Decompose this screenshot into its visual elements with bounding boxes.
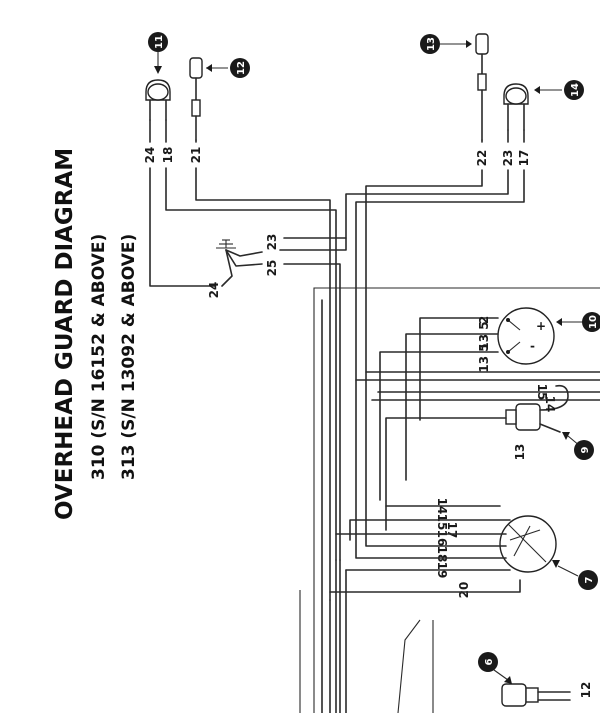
component-7-wires (329, 371, 521, 593)
callout-14: 14 (534, 80, 584, 100)
wire-label-18-top: 18 (161, 147, 175, 164)
callout-14-label: 14 (570, 83, 581, 97)
callout-6-label: 6 (484, 658, 495, 665)
wire-label-c10-13-5b: 13 5 (477, 343, 491, 372)
wire-label-c7-18: 18 (435, 546, 449, 563)
component-11-light (145, 79, 171, 121)
wire-label-c10-2: 2 (477, 316, 491, 324)
callout-13: 13 (420, 34, 472, 54)
callout-13-label: 13 (426, 37, 437, 51)
wire-label-c7-15: 15 (435, 514, 449, 531)
wire-label-17-top: 17 (517, 150, 531, 167)
svg-text:+: + (536, 319, 546, 333)
component-13-connector (475, 33, 489, 141)
title-line-1: OVERHEAD GUARD DIAGRAM (52, 148, 78, 520)
ground-symbol (216, 239, 263, 287)
wires-top-right (279, 129, 600, 381)
wire-label-c9-14: 14 (543, 396, 557, 413)
component-7-connector (499, 515, 557, 573)
wire-label-21-top: 21 (189, 147, 203, 164)
wire-label-25-ground: 25 (265, 260, 279, 277)
panel-outline (299, 287, 600, 713)
callout-7: 7 (552, 560, 598, 590)
callout-11: 11 (148, 32, 168, 74)
callout-6: 6 (478, 652, 512, 684)
wire-label-c6-12: 12 (579, 682, 593, 699)
title-line-2: 310 (S/N 16152 & ABOVE) (89, 234, 109, 480)
wire-label-c10-13-5: 13 5 (477, 321, 491, 350)
callout-10: 10 (556, 312, 600, 332)
wires-top-left (149, 119, 337, 601)
component-12-connector (189, 57, 203, 141)
callout-12: 12 (206, 58, 250, 78)
callout-9-label: 9 (580, 446, 591, 453)
callout-7-label: 7 (584, 576, 595, 583)
callout-10-label: 10 (588, 315, 599, 329)
wire-label-22-top: 22 (475, 150, 489, 167)
wire-label-24-top: 24 (143, 147, 157, 164)
component-9-connector (385, 384, 569, 531)
wire-label-c7-17: 17 (445, 522, 459, 539)
title-line-3: 313 (S/N 13092 & ABOVE) (119, 234, 139, 480)
callout-12-label: 12 (236, 61, 247, 75)
wire-label-24-ground: 24 (207, 282, 221, 299)
wire-label-c9-13: 13 (513, 444, 527, 461)
diagram-title: OVERHEAD GUARD DIAGRAM 310 (S/N 16152 & … (52, 148, 139, 520)
wire-label-23-top: 23 (501, 150, 515, 167)
wire-label-c7-20: 20 (457, 582, 471, 599)
component-6-socket (501, 683, 571, 707)
main-harness (321, 299, 600, 713)
callout-9: 9 (562, 432, 594, 460)
svg-text:-: - (530, 339, 535, 353)
wire-label-23-ground: 23 (265, 234, 279, 251)
component-14-light (503, 83, 529, 131)
callout-11-label: 11 (154, 35, 165, 49)
component-10-switch: + - (497, 307, 555, 365)
